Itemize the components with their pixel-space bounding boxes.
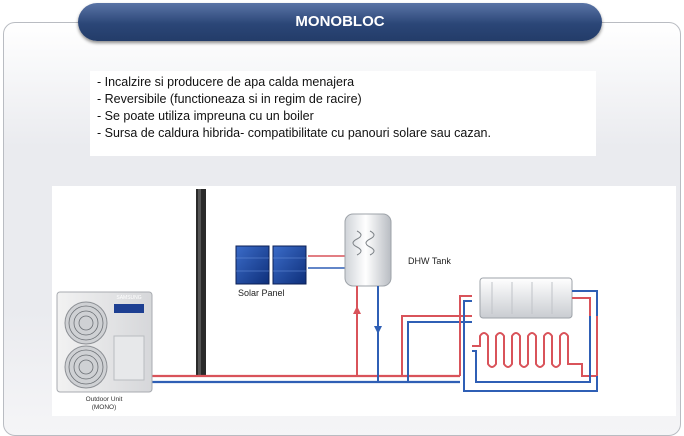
feature-item: - Reversibile (functioneaza si in regim …: [97, 92, 362, 106]
solar-panel: [235, 245, 307, 285]
brand-label: SAMSUNG: [116, 295, 142, 301]
page-title: MONOBLOC: [78, 3, 602, 41]
outdoor-pipes: [152, 374, 460, 384]
feature-list: - Incalzire si producere de apa calda me…: [90, 71, 596, 156]
outdoor-unit-label: Outdoor Unit (MONO): [74, 396, 134, 411]
feature-item: - Sursa de caldura hibrida- compatibilit…: [97, 126, 491, 140]
brand-logo: [114, 304, 144, 313]
outdoor-unit-label-line1: Outdoor Unit: [85, 396, 123, 403]
underfloor-heating: [463, 316, 598, 392]
feature-item: - Se poate utiliza impreuna cu un boiler: [97, 109, 314, 123]
system-diagram: Solar Panel DHW Tank Outdoor Unit (MONO)…: [52, 186, 676, 416]
outdoor-unit: [56, 291, 153, 393]
dhw-tank: [344, 213, 392, 287]
solar-pipes: [308, 255, 345, 269]
heating-circuit: [401, 295, 472, 382]
feature-item: - Incalzire si producere de apa calda me…: [97, 75, 355, 89]
solar-panel-label: Solar Panel: [238, 288, 285, 298]
dhw-tank-label: DHW Tank: [408, 256, 451, 266]
outdoor-unit-label-line2: (MONO): [91, 403, 117, 411]
radiator: [479, 277, 598, 319]
tank-pipes: [353, 286, 382, 382]
